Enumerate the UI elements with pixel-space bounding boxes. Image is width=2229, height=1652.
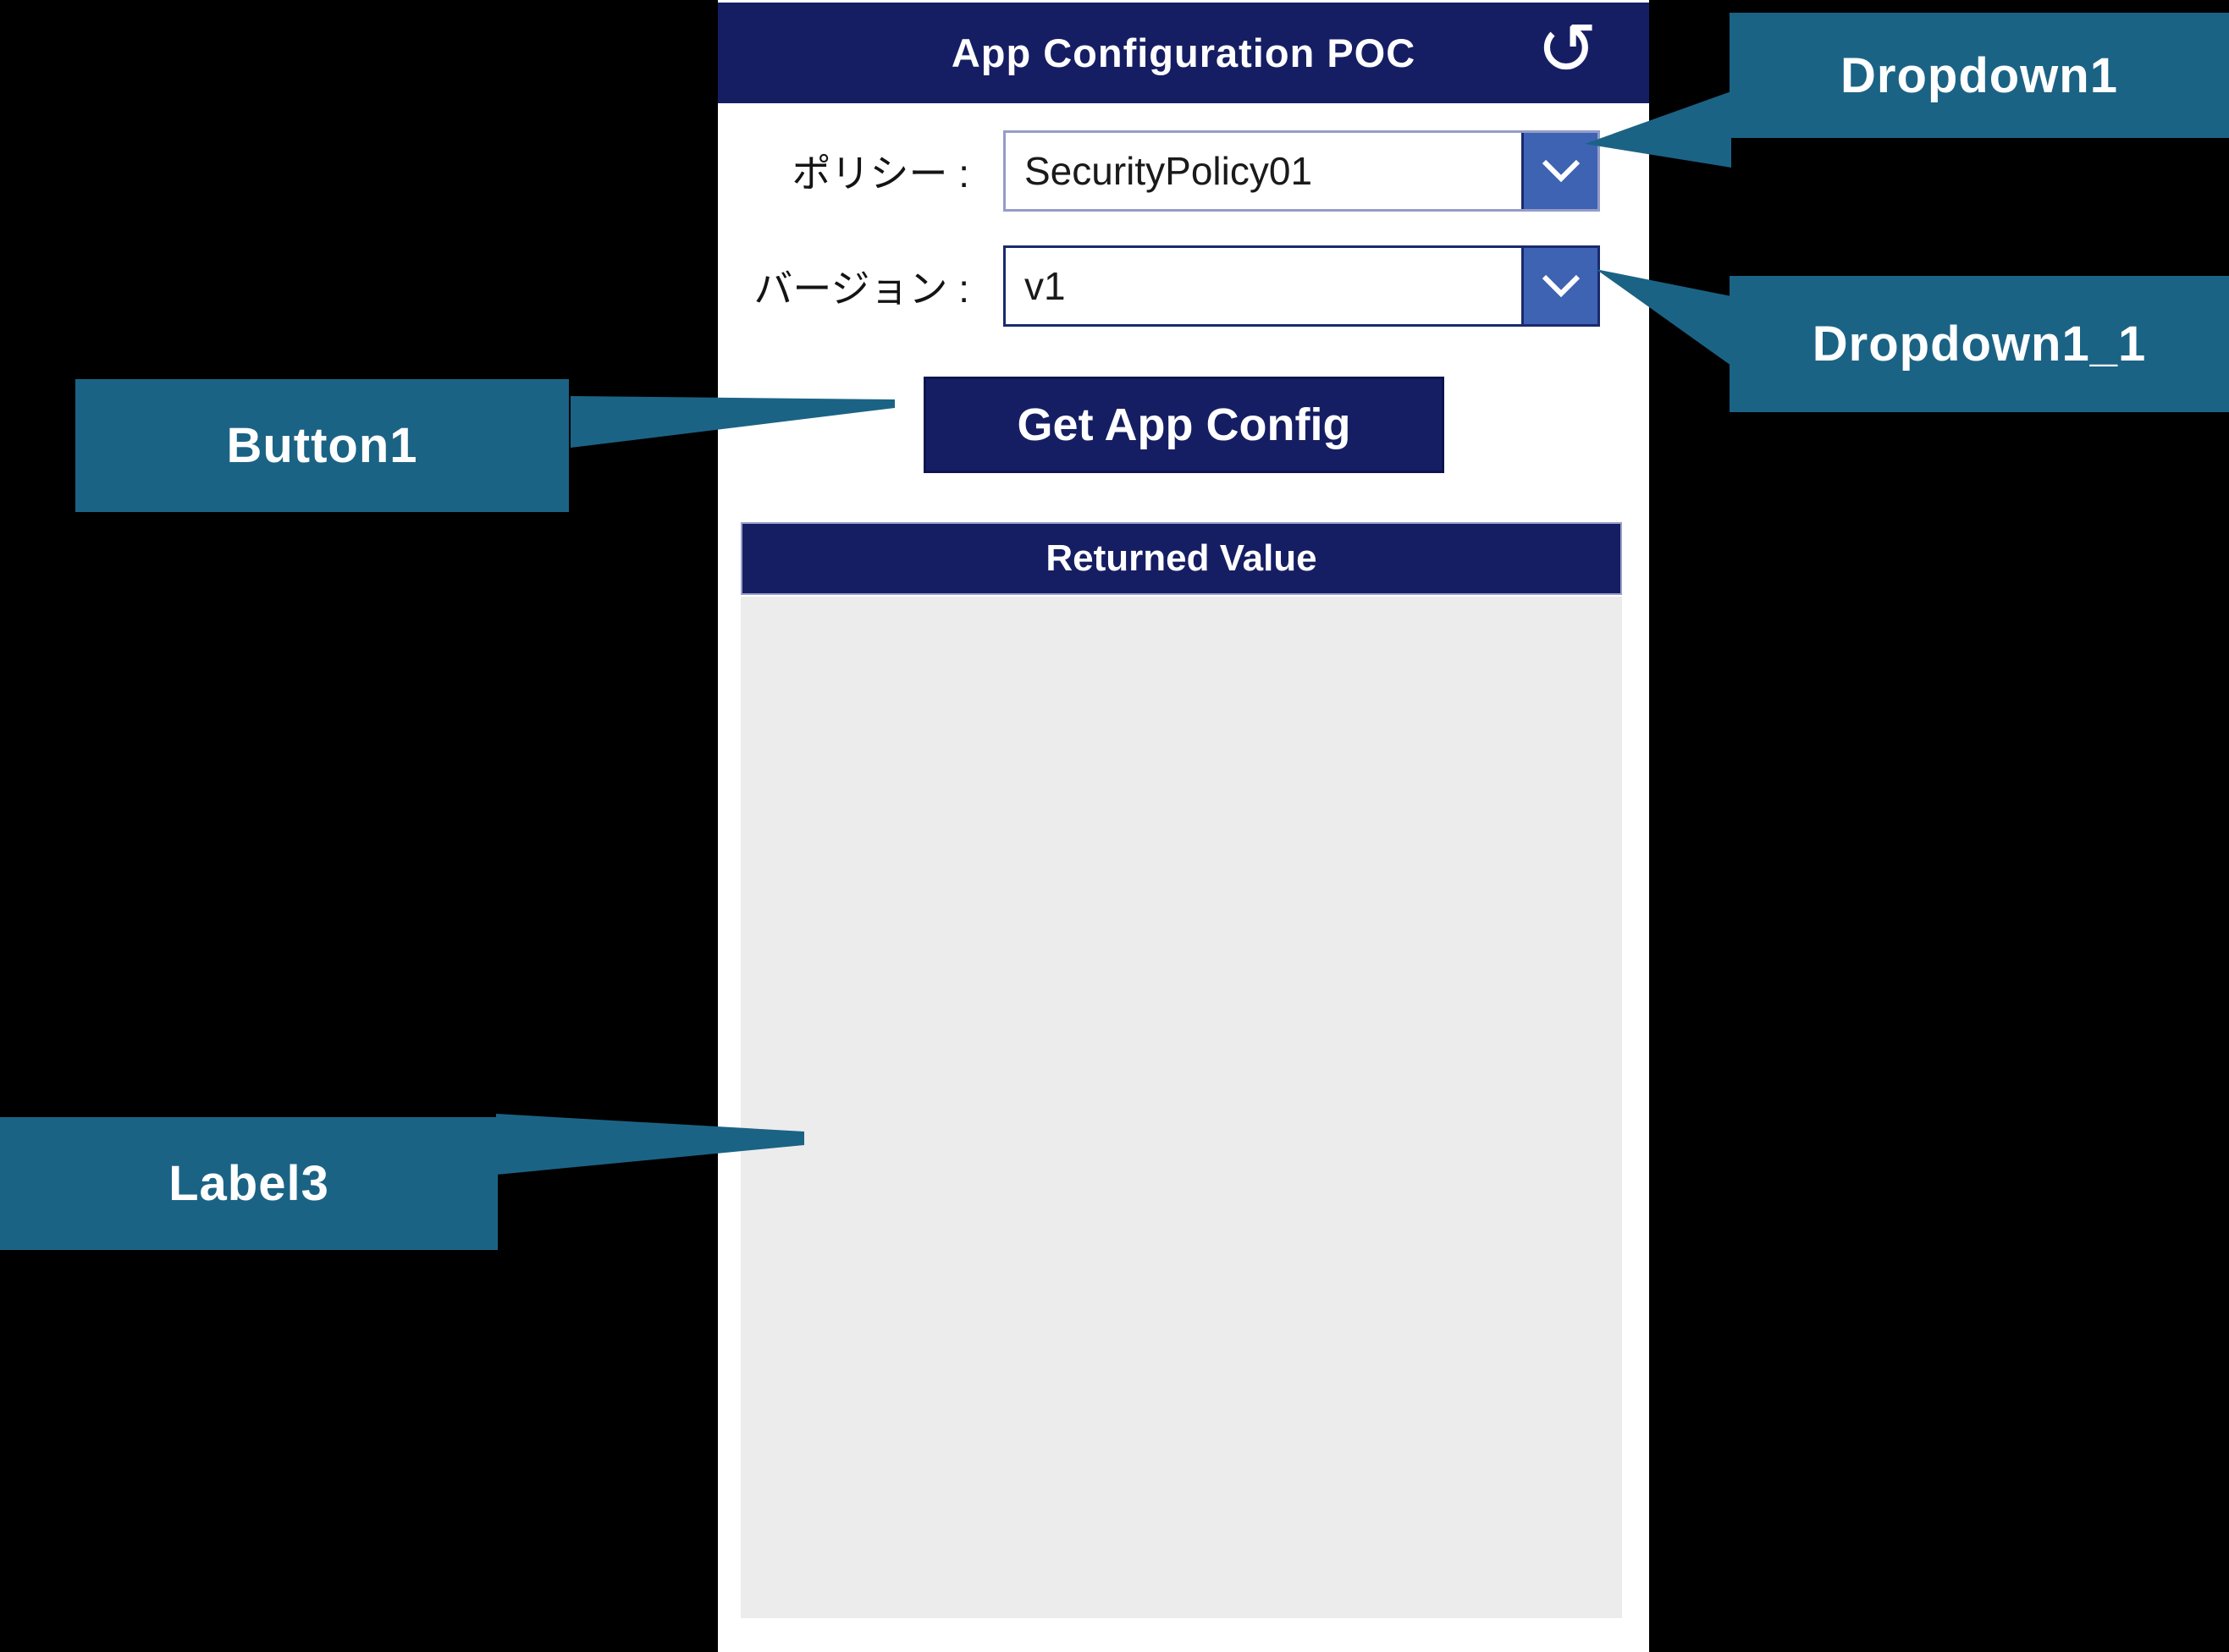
policy-dropdown[interactable]: SecurityPolicy01 <box>1003 130 1600 212</box>
version-dropdown-chevron-button[interactable] <box>1521 248 1597 324</box>
annotation-button1: Button1 <box>75 379 569 512</box>
app-title: App Configuration POC <box>951 30 1416 75</box>
chevron-down-icon <box>1542 274 1580 298</box>
policy-dropdown-value: SecurityPolicy01 <box>1024 149 1313 193</box>
annotation-label3: Label3 <box>0 1117 498 1250</box>
version-dropdown[interactable]: v1 <box>1003 245 1600 327</box>
version-field-label: バージョン : <box>753 267 969 311</box>
annotation-dropdown1-1: Dropdown1_1 <box>1730 276 2229 412</box>
policy-dropdown-chevron-button[interactable] <box>1521 133 1597 209</box>
version-dropdown-value: v1 <box>1024 264 1066 308</box>
get-app-config-button[interactable]: Get App Config <box>924 377 1444 473</box>
policy-field-label: ポリシー : <box>792 151 969 195</box>
app-header: App Configuration POC ↺ <box>718 3 1649 103</box>
chevron-down-icon <box>1542 159 1580 183</box>
returned-value-header: Returned Value <box>741 522 1622 595</box>
returned-value-label-area <box>741 597 1622 1618</box>
annotation-dropdown1: Dropdown1 <box>1730 13 2229 138</box>
refresh-icon[interactable]: ↺ <box>1536 7 1598 92</box>
